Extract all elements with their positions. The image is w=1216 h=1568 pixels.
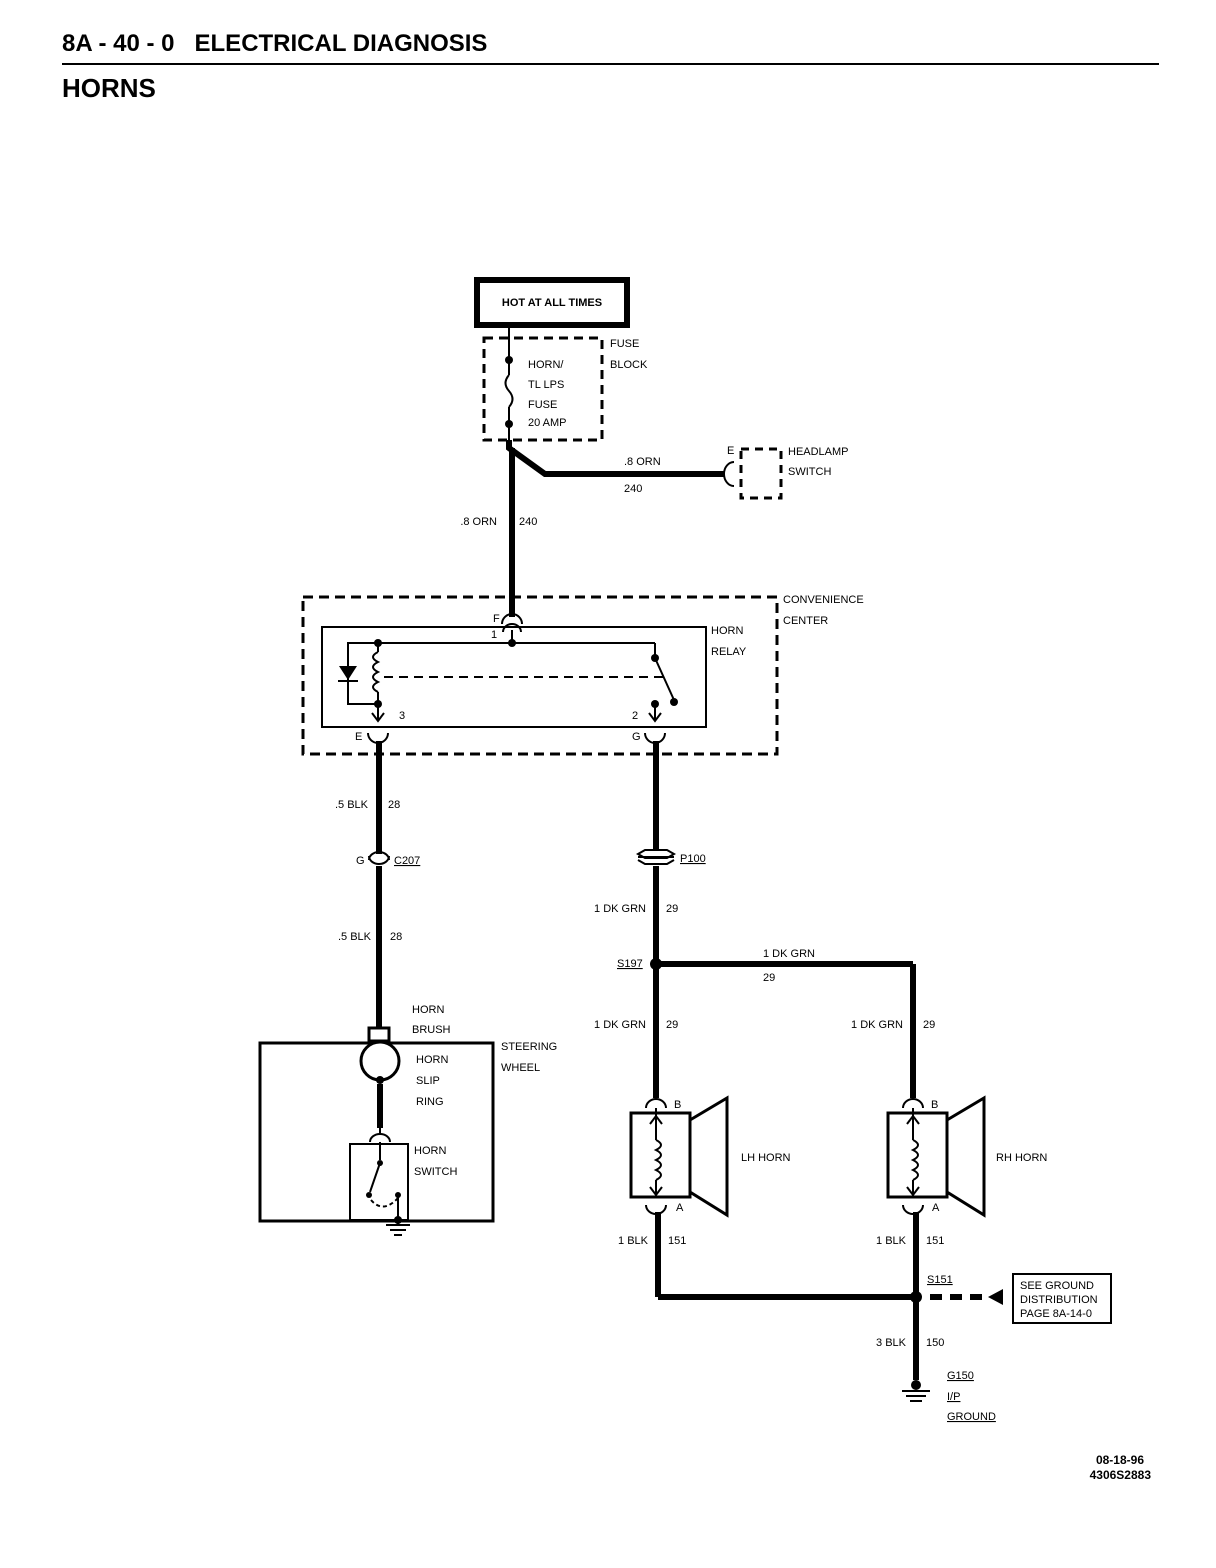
headlamp-label-1: HEADLAMP [788,446,849,458]
lh-ground-wire-circuit: 151 [668,1235,686,1247]
ground-ref-line-3: PAGE 8A-14-0 [1020,1308,1092,1320]
rh-feed-color: 1 DK GRN [851,1019,903,1031]
lh-horn: B A LH HORN [629,1095,791,1218]
lh-terminal-b: B [674,1099,681,1111]
horn-switch-label-1: HORN [414,1145,446,1157]
rh-ground-wire-circuit: 151 [926,1235,944,1247]
horn-relay-label-1: HORN [711,625,743,637]
fuse-block-label-2: BLOCK [610,359,648,371]
horn-brush-label-1: HORN [412,1004,444,1016]
lh-horn-label: LH HORN [741,1152,791,1164]
rh-terminal-a: A [932,1202,940,1214]
left-wire-upper-circuit: 28 [388,799,400,811]
lh-terminal-a: A [676,1202,684,1214]
ground-label-3: GROUND [947,1411,996,1423]
splice-s151: S151 [927,1274,953,1286]
convenience-center: CONVENIENCE CENTER [301,594,864,756]
connector-c207: G C207 [356,851,420,867]
headlamp-terminal: E [727,445,734,457]
p100-label: P100 [680,853,706,865]
horn-switch-label-2: SWITCH [414,1166,457,1178]
page-title: HORNS [62,73,156,103]
ground-wire-circuit: 150 [926,1337,944,1349]
relay-feed-color: .8 ORN [460,516,497,528]
footer-date: 08-18-96 [1096,1453,1144,1467]
fuse-label-1: HORN/ [528,359,564,371]
connector-p100: P100 [635,849,706,865]
steering-wheel: STEERING WHEEL HORN BRUSH HORN SLIP RING [258,1004,557,1236]
slip-ring-label-3: RING [416,1096,444,1108]
fuse-label-2: TL LPS [528,379,564,391]
steering-wheel-label-1: STEERING [501,1041,557,1053]
relay-feed-circuit: 240 [519,516,537,528]
relay-pin-1: 1 [491,629,497,641]
horn-relay: HORN RELAY F 1 3 [321,613,747,744]
horn-brush-label-2: BRUSH [412,1024,451,1036]
fuse-block-label-1: FUSE [610,338,639,350]
cross-wire-color: 1 DK GRN [763,948,815,960]
relay-feed-wire: .8 ORN 240 [460,448,537,617]
power-source-box: HOT AT ALL TIMES [474,277,630,328]
fuse-rating: 20 AMP [528,417,567,429]
ground-wire-color: 3 BLK [876,1337,907,1349]
lh-feed-circuit: 29 [666,1019,678,1031]
relay-pin-3: 3 [399,710,405,722]
headlamp-wire-color: .8 ORN [624,456,661,468]
left-wire-lower-circuit: 28 [390,931,402,943]
splice-s197: S197 [617,958,643,970]
fuse-label-3: FUSE [528,399,557,411]
headlamp-wire-circuit: 240 [624,483,642,495]
fuse-block: HORN/ TL LPS FUSE 20 AMP FUSE BLOCK [482,325,648,442]
rh-feed-circuit: 29 [923,1019,935,1031]
rh-terminal-b: B [931,1099,938,1111]
horn-feed-wire: 1 DK GRN 29 S197 1 DK GRN 29 1 DK GRN 29… [594,741,935,1098]
relay-pin-2: 2 [632,710,638,722]
lh-ground-wire-color: 1 BLK [618,1235,649,1247]
slip-ring-label-2: SLIP [416,1075,440,1087]
terminal-g: G [632,731,641,743]
headlamp-feed-wire: .8 ORN 240 [506,440,735,495]
terminal-f: F [493,613,500,625]
terminal-e: E [355,731,362,743]
rh-ground-wire-color: 1 BLK [876,1235,907,1247]
ground-label-2: I/P [947,1391,960,1403]
headlamp-label-2: SWITCH [788,466,831,478]
ground-ref-line-1: SEE GROUND [1020,1280,1094,1292]
ground-ref-line-2: DISTRIBUTION [1020,1294,1098,1306]
left-wire-lower-color: .5 BLK [338,931,372,943]
right-wire-circuit: 29 [666,903,678,915]
convenience-center-label-1: CONVENIENCE [783,594,864,606]
rh-horn: B A RH HORN [886,1095,1047,1218]
section-name: ELECTRICAL DIAGNOSIS [194,30,488,57]
c207-label: C207 [394,855,420,867]
rh-horn-label: RH HORN [996,1152,1047,1164]
ground-reference-box: SEE GROUND DISTRIBUTION PAGE 8A-14-0 [1012,1273,1112,1324]
horn-relay-label-2: RELAY [711,646,747,658]
ground-g150: G150 I/P GROUND [902,1370,996,1423]
power-source-label: HOT AT ALL TIMES [502,297,602,309]
ground-wires: 1 BLK 151 1 BLK 151 S151 3 BLK 150 [618,1212,1003,1380]
cross-wire-circuit: 29 [763,972,775,984]
convenience-center-label-2: CENTER [783,615,828,627]
c207-terminal: G [356,855,365,867]
left-wire-upper-color: .5 BLK [335,799,369,811]
ground-label-1: G150 [947,1370,974,1382]
right-wire-color: 1 DK GRN [594,903,646,915]
lh-feed-color: 1 DK GRN [594,1019,646,1031]
header-rule [62,63,1159,65]
horn-switch-wire: .5 BLK 28 .5 BLK 28 [335,741,402,1028]
page-code: 8A - 40 - 0 [62,30,175,57]
footer-doc-number: 4306S2883 [1090,1468,1152,1482]
headlamp-switch: E HEADLAMP SWITCH [727,445,849,500]
page-heading: 8A - 40 - 0 ELECTRICAL DIAGNOSIS [62,30,487,58]
steering-wheel-label-2: WHEEL [501,1062,540,1074]
slip-ring-label-1: HORN [416,1054,448,1066]
